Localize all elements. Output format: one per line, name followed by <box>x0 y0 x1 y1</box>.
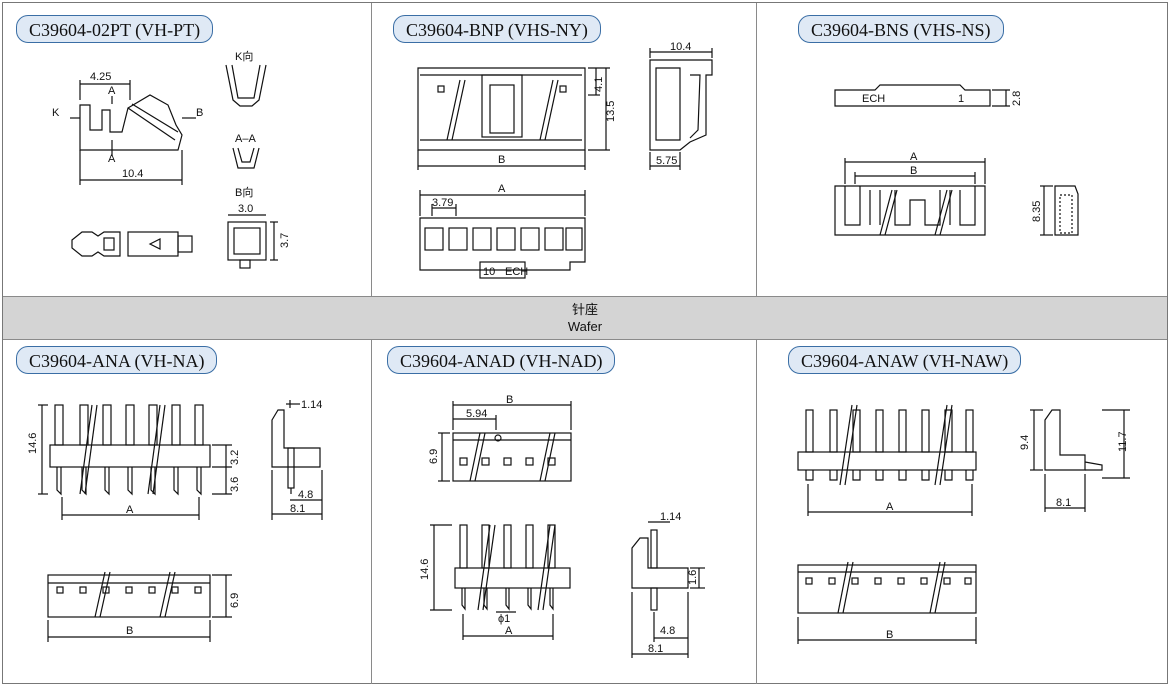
anaw-top-view <box>797 561 977 644</box>
dim-label: 3.7 <box>279 233 291 248</box>
dim-label: 3.2 <box>229 450 241 465</box>
marking-label: ECH <box>862 93 885 105</box>
dim-label: A <box>886 501 894 513</box>
dim-label: B <box>886 629 893 641</box>
dim-label: 2.8 <box>1011 91 1023 106</box>
view-label: B向 <box>235 185 253 199</box>
dim-label: 8.1 <box>648 643 663 655</box>
ana-front-view <box>38 404 232 520</box>
terminal-a-a-section <box>232 147 260 169</box>
panel-title: C39604-02PT (VH-PT) <box>16 15 214 43</box>
dim-label: 8.1 <box>1056 497 1071 509</box>
bns-top-view <box>834 84 1010 107</box>
dim-label: K <box>52 107 60 119</box>
dim-label: 4.8 <box>298 489 313 501</box>
divider <box>371 3 372 296</box>
anad-top-view <box>438 401 572 482</box>
ana-side-view <box>271 400 323 520</box>
panel-title: C39604-ANAD (VH-NAD) <box>387 346 616 374</box>
dim-label: 14.6 <box>27 433 39 454</box>
divider <box>371 340 372 684</box>
panel-title: C39604-ANA (VH-NA) <box>16 346 218 374</box>
housing-front-view <box>417 67 610 170</box>
dim-label: B <box>910 165 917 177</box>
dim-label: 6.9 <box>428 449 440 464</box>
terminal-b-view <box>227 214 278 269</box>
section-title-en: Wafer <box>567 319 603 334</box>
dim-label: A <box>498 183 506 195</box>
anaw-front-view <box>797 404 977 516</box>
dim-label: 5.94 <box>466 408 487 420</box>
dim-label: A <box>126 504 134 516</box>
bns-side-view <box>1040 185 1079 236</box>
dim-label: B <box>498 154 505 166</box>
dim-label: 3.79 <box>432 197 453 209</box>
dim-label: 3.0 <box>238 203 253 215</box>
anad-side-view <box>631 521 705 658</box>
dim-label: 3.6 <box>229 477 241 492</box>
divider <box>756 3 757 296</box>
terminal-side-view <box>70 80 196 185</box>
dim-label: 8.1 <box>290 503 305 515</box>
housing-bottom-view <box>419 190 586 279</box>
view-label: K向 <box>235 49 253 63</box>
dim-label: B <box>126 625 133 637</box>
dim-label: B <box>506 394 513 406</box>
dim-label: 9.4 <box>1019 435 1031 450</box>
dim-label: A <box>108 153 116 165</box>
dim-label: 10.4 <box>122 168 143 180</box>
dim-label: 1.14 <box>301 399 322 411</box>
view-label: A–A <box>235 133 256 145</box>
dim-label: 4.1 <box>593 77 605 92</box>
dim-label: 4.25 <box>90 71 111 83</box>
housing-side-view <box>649 48 713 170</box>
dim-label: 4.8 <box>660 625 675 637</box>
dim-label: B <box>196 107 203 119</box>
anaw-side-view <box>1030 409 1130 512</box>
section-title-zh: 针座 <box>571 302 598 317</box>
divider <box>756 340 757 684</box>
ana-top-view <box>47 571 232 642</box>
dim-label: A <box>108 85 116 97</box>
dim-label: A <box>910 151 918 163</box>
dim-label: 1.6 <box>687 570 699 585</box>
dim-label: 1.14 <box>660 511 681 523</box>
panel-title: C39604-BNS (VHS-NS) <box>798 15 1004 43</box>
dim-label: ϕ1 <box>498 613 510 625</box>
anad-front-view <box>430 524 571 640</box>
terminal-top-view <box>71 231 193 257</box>
dim-label: 10.4 <box>670 41 691 53</box>
dim-label: 5.75 <box>656 155 677 167</box>
dim-label: 13.5 <box>605 101 617 122</box>
section-band: 针座 Wafer <box>3 296 1167 340</box>
terminal-k-view <box>225 64 267 107</box>
dim-label: 8.35 <box>1031 201 1043 222</box>
panel-title: C39604-BNP (VHS-NY) <box>393 15 601 43</box>
panel-title: C39604-ANAW (VH-NAW) <box>788 346 1022 374</box>
bns-front-view <box>834 158 986 236</box>
dim-label: 14.6 <box>419 559 431 580</box>
dim-label: 11.7 <box>1117 431 1129 452</box>
pin-label: 10 <box>483 266 495 278</box>
marking-label: 1 <box>958 93 964 105</box>
dim-label: 6.9 <box>229 593 241 608</box>
dim-label: A <box>505 625 513 637</box>
marking-label: ECH <box>505 266 528 278</box>
